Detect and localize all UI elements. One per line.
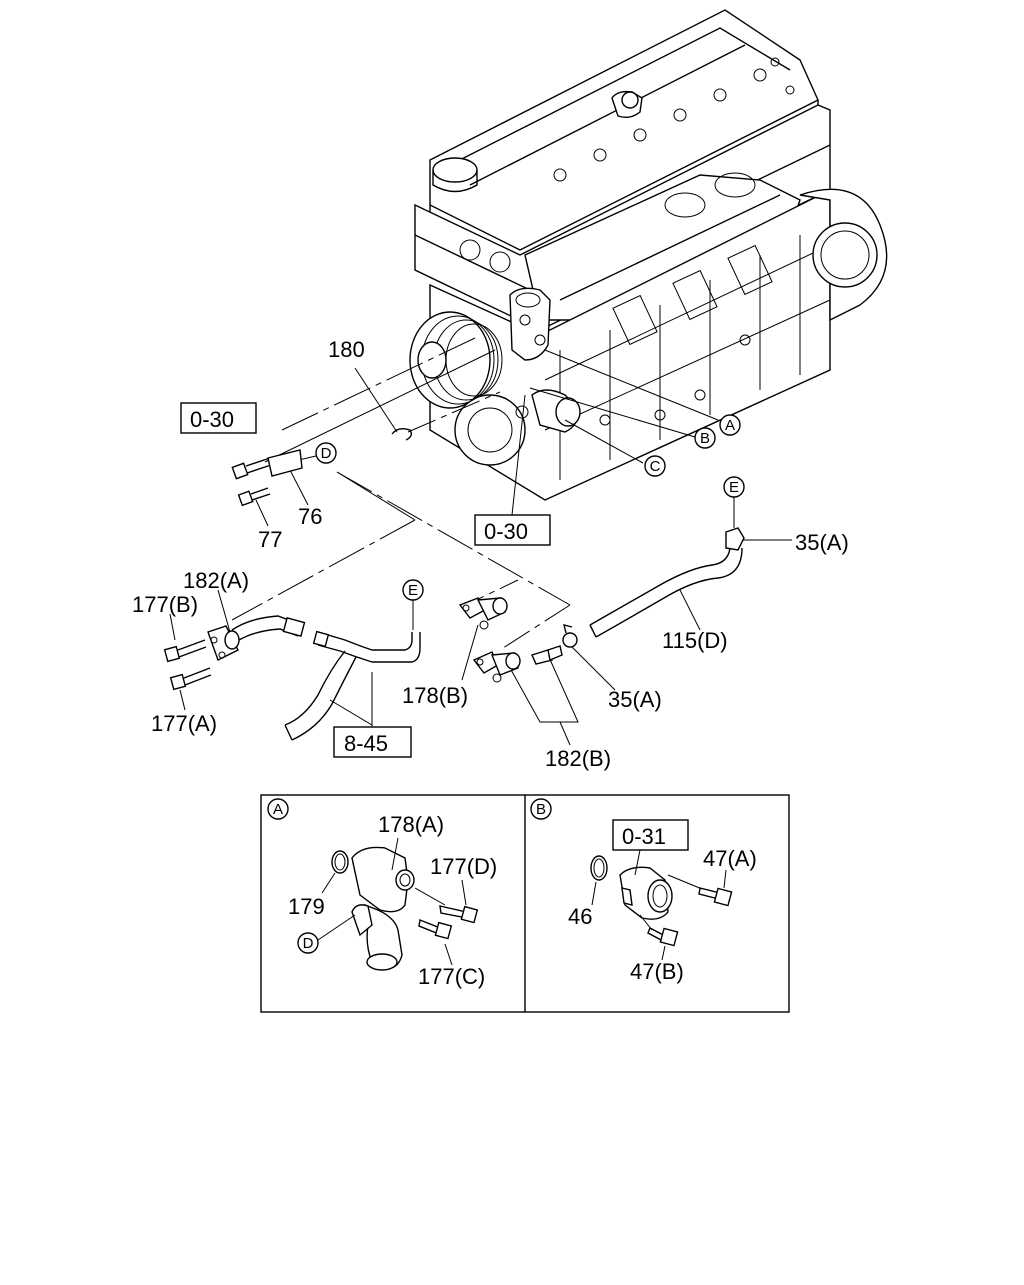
- marker-e-mid: E: [408, 582, 418, 599]
- detail-a-179: 179: [288, 894, 325, 919]
- ref-box-center: 0-30: [484, 519, 528, 544]
- ref-box-top-left: 0-30: [190, 407, 234, 432]
- callout-35a-top: 35(A): [795, 530, 849, 555]
- detail-b-47a: 47(A): [703, 846, 757, 871]
- gasket: [267, 449, 303, 477]
- bolt-upper: [231, 457, 272, 480]
- circle-markers: A B C D E E: [315, 414, 745, 601]
- detail-a-177c: 177(C): [418, 964, 485, 989]
- callout-labels: 180 76 77 35(A) 182(A) 177(B) 177(A) 115…: [132, 337, 849, 771]
- circlip: [391, 427, 413, 441]
- detail-a-178a: 178(A): [378, 812, 444, 837]
- detail-a-177d: 177(D): [430, 854, 497, 879]
- small-parts: [163, 427, 745, 741]
- bolt-177a: [169, 667, 212, 691]
- callout-182a: 182(A): [183, 568, 249, 593]
- marker-b: B: [700, 430, 710, 447]
- detail-b-marker: B: [536, 801, 546, 818]
- callout-77: 77: [258, 527, 282, 552]
- detail-b: B 0-31 47(A) 46 47(B): [530, 798, 757, 984]
- ref-boxes: 0-30 0-30 8-45: [180, 402, 551, 758]
- callout-177b: 177(B): [132, 592, 198, 617]
- callout-76: 76: [298, 504, 322, 529]
- callout-180: 180: [328, 337, 365, 362]
- detail-a-marker-d: D: [303, 935, 314, 952]
- detail-a: A 178(A) 177(D) 179 D 177(C): [267, 798, 497, 989]
- marker-a: A: [725, 417, 735, 434]
- hose-clamp: [562, 624, 578, 648]
- marker-c: C: [650, 458, 661, 475]
- callout-182b: 182(B): [545, 746, 611, 771]
- marker-d: D: [321, 445, 332, 462]
- ref-box-detail-b: 0-31: [622, 824, 666, 849]
- bolt-177b: [163, 639, 207, 663]
- hose-fitting: [725, 527, 745, 551]
- callout-115d: 115(D): [662, 628, 728, 653]
- water-pipe: [207, 615, 421, 741]
- detail-b-47b: 47(B): [630, 959, 684, 984]
- detail-b-46: 46: [568, 904, 592, 929]
- detail-a-marker: A: [273, 801, 283, 818]
- leader-lines: [169, 337, 792, 746]
- water-fitting-lower: [472, 651, 521, 683]
- callout-178b: 178(B): [402, 683, 468, 708]
- callout-35a-mid: 35(A): [608, 687, 662, 712]
- water-fitting-upper: [458, 597, 508, 630]
- detail-panels: A 178(A) 177(D) 179 D 177(C): [260, 794, 790, 1013]
- bolt-lower: [237, 487, 271, 507]
- engine-block: [409, 9, 888, 501]
- marker-e-top: E: [729, 479, 739, 496]
- callout-177a: 177(A): [151, 711, 217, 736]
- ref-box-pipe: 8-45: [344, 731, 388, 756]
